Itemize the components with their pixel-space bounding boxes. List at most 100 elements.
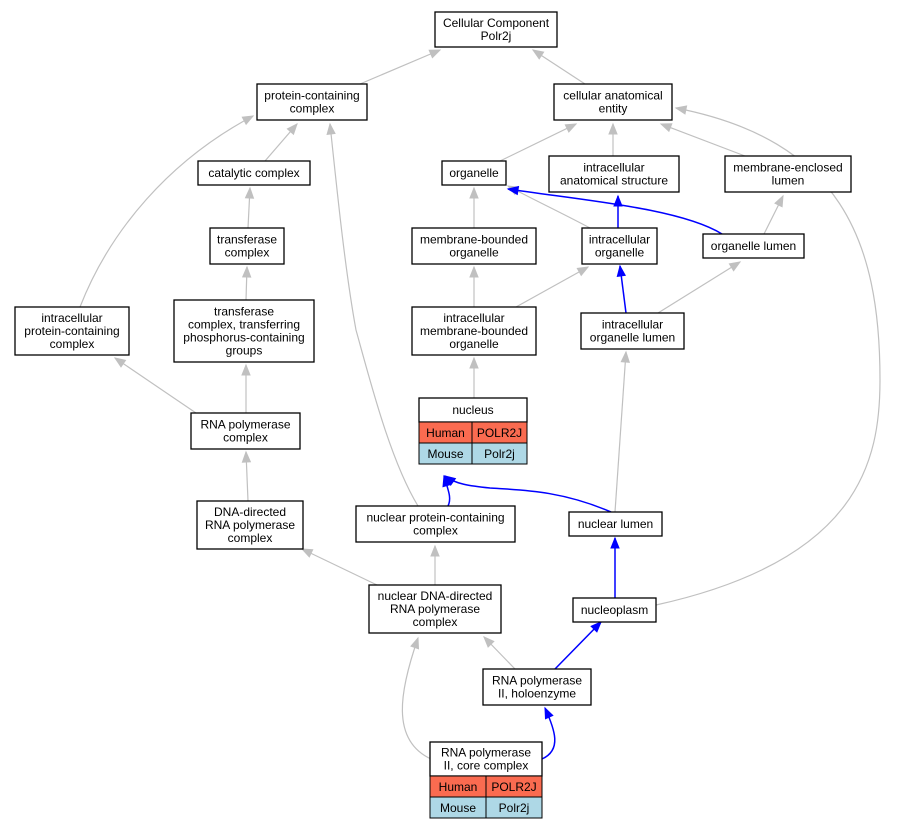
node-label-line: nuclear DNA-directed	[378, 589, 493, 603]
is-a-edge-line	[359, 49, 441, 85]
is-a-arrowhead	[674, 105, 688, 115]
node-box	[209, 227, 285, 265]
part-of-edge-line	[507, 188, 723, 235]
is-a-edge-line	[515, 266, 589, 308]
node-nucleoplasm[interactable]: nucleoplasm	[572, 597, 657, 623]
is-a-edge-line	[301, 548, 378, 586]
species-name: Human	[426, 426, 465, 440]
is-a-edge-line	[79, 115, 254, 308]
node-box	[568, 511, 663, 537]
is-a-arrowhead	[241, 265, 252, 278]
node-box	[429, 741, 543, 777]
is-a-arrowhead	[241, 115, 255, 126]
edge-rna_polymerase_complex-to-transferase_complex_phosphorus	[241, 363, 251, 413]
is-a-arrowhead	[286, 122, 298, 136]
node-box	[572, 597, 657, 623]
gene-symbol: POLR2J	[477, 426, 522, 440]
node-organelle[interactable]: organelle	[441, 160, 507, 186]
is-a-arrowhead	[659, 123, 673, 133]
is-a-arrowhead	[531, 49, 545, 60]
node-box	[173, 299, 315, 363]
is-a-arrowhead	[564, 123, 578, 133]
node-box	[581, 227, 658, 265]
part-of-arrowhead	[544, 706, 554, 720]
species-name: Mouse	[440, 801, 476, 815]
edge-nuclear_dna_directed_rna_polymerase_complex-to-nuclear_protein_containing_complex	[430, 544, 440, 585]
node-label-line: intracellular	[583, 161, 644, 175]
node-label-line: intracellular	[589, 233, 650, 247]
gene-symbol: Polr2j	[499, 801, 530, 815]
part-of-arrowhead	[616, 264, 626, 277]
edge-nuclear_dna_directed_rna_polymerase_complex-to-dna_directed_rna_polymerase_complex	[300, 548, 378, 586]
gene-symbol: POLR2J	[491, 780, 536, 794]
part-of-arrowhead	[590, 621, 602, 633]
is-a-arrowhead	[469, 356, 479, 369]
node-label-line: lumen	[772, 174, 805, 188]
is-a-arrowhead	[410, 636, 420, 650]
node-box	[580, 312, 685, 350]
edge-transferase_complex_phosphorus-to-transferase_complex	[241, 265, 252, 301]
node-label-line: intracellular	[443, 311, 504, 325]
edge-rna_polymerase_ii_holoenzyme-to-nucleoplasm	[554, 621, 602, 670]
node-label-line: organelle	[449, 337, 499, 351]
is-a-edge-line	[614, 351, 627, 513]
node-label-line: organelle	[595, 246, 645, 260]
edge-intracellular_anatomical_structure-to-cellular_anatomical_entity	[608, 122, 618, 156]
edge-intracellular_membrane_bounded_organelle-to-intracellular_organelle	[469, 265, 479, 307]
is-a-arrowhead	[428, 49, 442, 59]
edge-intracellular_organelle-to-intracellular_anatomical_structure	[613, 194, 623, 228]
is-a-arrowhead	[469, 265, 479, 278]
node-organelle-lumen[interactable]: organelle lumen	[702, 233, 805, 259]
node-box	[702, 233, 805, 259]
node-label-line: transferase	[217, 233, 277, 247]
node-label-line: anatomical structure	[560, 174, 668, 188]
node-label-line: Polr2j	[481, 29, 512, 43]
edge-nucleus-to-intracellular_membrane_bounded_organelle	[469, 356, 479, 398]
edge-rna_polymerase_ii_core_complex-to-rna_polymerase_ii_holoenzyme	[541, 706, 556, 760]
ortholog-row-human: Human POLR2J	[418, 421, 528, 444]
edge-organelle_lumen-to-membrane_enclosed_lumen	[763, 194, 784, 235]
edge-dna_directed_rna_polymerase_complex-to-rna_polymerase_complex	[241, 450, 252, 502]
part-of-arrowhead	[443, 475, 457, 486]
node-label-line: RNA polymerase	[205, 518, 295, 532]
node-label-line: complex	[223, 431, 268, 445]
node-catalytic-complex[interactable]: catalytic complex	[197, 160, 311, 186]
node-label-line: intracellular	[41, 311, 102, 325]
node-box	[553, 83, 673, 121]
node-box	[197, 160, 311, 186]
edge-rna_polymerase_complex-to-intracellular_protein_containing_complex	[113, 357, 197, 414]
node-nuclear-lumen[interactable]: nuclear lumen	[568, 511, 663, 537]
part-of-arrowhead	[610, 536, 620, 549]
node-label-line: Cellular Component	[443, 16, 550, 30]
node-label-line: membrane-enclosed	[733, 161, 842, 175]
is-a-edge-line	[329, 123, 419, 507]
node-label-line: entity	[599, 102, 628, 116]
node-label-line: protein-containing	[264, 89, 359, 103]
part-of-edge-line	[444, 475, 612, 513]
node-label-line: complex	[228, 531, 273, 545]
node-label-line: nucleoplasm	[581, 603, 648, 617]
node-label-line: intracellular	[602, 318, 663, 332]
node-box	[482, 668, 592, 706]
edge-transferase_complex-to-catalytic_complex	[244, 186, 255, 229]
